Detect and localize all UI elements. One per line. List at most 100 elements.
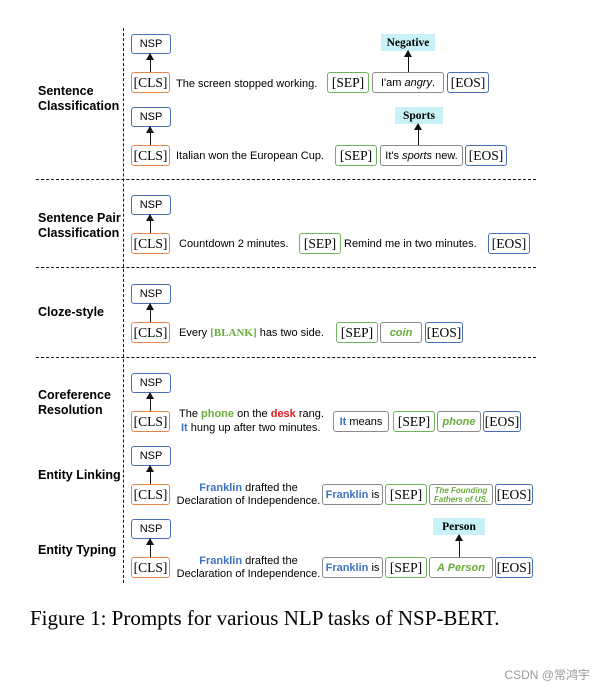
prompt-box: Franklin is xyxy=(322,484,383,505)
answer-phone: phone xyxy=(442,415,476,428)
label-sports: Sports xyxy=(395,107,443,124)
task-sentence-pair: Sentence Pair Classification xyxy=(38,211,121,240)
prompt-it: It xyxy=(339,415,347,428)
prompt-box: It's sports new. xyxy=(380,145,463,166)
sep-token: [SEP] xyxy=(327,72,369,93)
section-divider xyxy=(36,179,536,180)
prompt-franklin: Franklin xyxy=(325,488,369,501)
blank-marker: [BLANK] xyxy=(210,327,257,339)
prompt-box: It means xyxy=(333,411,389,432)
el-line2: Declaration of Independence. xyxy=(176,495,321,507)
cloze-text: Every [BLANK] has two side. xyxy=(179,327,324,340)
sep-token: [SEP] xyxy=(335,145,377,166)
eos-token: [EOS] xyxy=(483,411,521,432)
figure-caption: Figure 1: Prompts for various NLP tasks … xyxy=(30,606,500,630)
nsp-box: NSP xyxy=(131,446,171,466)
prompt-text: is xyxy=(368,561,380,574)
sentence-text: The screen stopped working. xyxy=(176,78,318,90)
text-span: drafted the xyxy=(242,482,298,494)
arrow-icon xyxy=(146,53,155,72)
sep-token: [SEP] xyxy=(385,484,427,505)
arrow-icon xyxy=(146,303,155,322)
word-franklin: Franklin xyxy=(199,555,243,567)
arrow-icon xyxy=(146,214,155,233)
prompt-text: . xyxy=(431,76,436,89)
eos-token: [EOS] xyxy=(425,322,463,343)
sep-token: [SEP] xyxy=(336,322,378,343)
nsp-box: NSP xyxy=(131,284,171,304)
arrow-icon xyxy=(146,392,155,411)
answer-line1: The Founding xyxy=(434,485,488,495)
cloze-pre: Every xyxy=(179,327,211,339)
task-entity-linking: Entity Linking xyxy=(38,468,121,482)
cls-token: [CLS] xyxy=(131,72,170,93)
sentence-b-text: Remind me in two minutes. xyxy=(344,238,477,250)
answer-box: The Founding Fathers of US. xyxy=(429,484,493,505)
arrow-icon xyxy=(146,465,155,484)
section-divider xyxy=(36,267,536,268)
prompt-text: It's xyxy=(385,149,403,162)
word-desk: desk xyxy=(270,408,296,420)
nsp-box: NSP xyxy=(131,373,171,393)
sep-token: [SEP] xyxy=(385,557,427,578)
text-span: drafted the xyxy=(242,555,298,567)
cloze-post: has two side. xyxy=(256,327,324,339)
task-cloze: Cloze-style xyxy=(38,305,104,319)
text-span: The xyxy=(179,408,202,420)
et-line2: Declaration of Independence. xyxy=(176,568,321,580)
arrow-icon xyxy=(146,126,155,145)
section-divider xyxy=(36,357,536,358)
word-it: It xyxy=(181,422,188,434)
text-span: on the xyxy=(234,408,271,420)
text-span: hung up after two minutes. xyxy=(187,422,321,434)
prompt-text: new. xyxy=(432,149,458,162)
answer-a-person: A Person xyxy=(437,561,485,574)
sentence-a-text: Countdown 2 minutes. xyxy=(179,238,289,250)
prompt-word: angry xyxy=(404,76,432,89)
cls-token: [CLS] xyxy=(131,557,170,578)
word-franklin: Franklin xyxy=(199,482,243,494)
prompt-word: sports xyxy=(402,149,433,162)
task-sentence-classification: Sentence Classification xyxy=(38,84,120,113)
arrow-icon xyxy=(455,534,464,557)
label-negative: Negative xyxy=(381,34,435,51)
prompt-text: is xyxy=(368,488,380,501)
nsp-box: NSP xyxy=(131,34,171,54)
el-line1: Franklin drafted the xyxy=(176,482,321,495)
answer-line2: Fathers of US. xyxy=(433,494,489,504)
cls-token: [CLS] xyxy=(131,484,170,505)
answer-box: coin xyxy=(380,322,422,343)
nsp-box: NSP xyxy=(131,519,171,539)
sentence-text: Italian won the European Cup. xyxy=(176,150,324,162)
eos-token: [EOS] xyxy=(495,557,533,578)
cls-token: [CLS] xyxy=(131,233,170,254)
vertical-divider xyxy=(123,28,124,583)
sep-token: [SEP] xyxy=(393,411,435,432)
text-span: rang. xyxy=(295,408,324,420)
cls-token: [CLS] xyxy=(131,322,170,343)
answer-box: A Person xyxy=(429,557,493,578)
word-phone: phone xyxy=(201,408,235,420)
arrow-icon xyxy=(146,538,155,557)
answer-coin: coin xyxy=(389,326,413,339)
coref-line2: It hung up after two minutes. xyxy=(181,422,320,435)
answer-box: phone xyxy=(437,411,481,432)
coref-line1: The phone on the desk rang. xyxy=(179,408,324,421)
eos-token: [EOS] xyxy=(447,72,489,93)
prompt-text: I'am xyxy=(380,76,405,89)
label-person: Person xyxy=(433,518,485,535)
nsp-box: NSP xyxy=(131,107,171,127)
prompt-box: I'am angry. xyxy=(372,72,444,93)
sep-token: [SEP] xyxy=(299,233,341,254)
cls-token: [CLS] xyxy=(131,145,170,166)
arrow-icon xyxy=(414,123,423,145)
watermark: CSDN @常鸿宇 xyxy=(504,668,590,682)
eos-token: [EOS] xyxy=(495,484,533,505)
prompt-text: means xyxy=(346,415,383,428)
task-coreference: Coreference Resolution xyxy=(38,388,111,417)
et-line1: Franklin drafted the xyxy=(176,555,321,568)
arrow-icon xyxy=(404,50,413,72)
task-entity-typing: Entity Typing xyxy=(38,543,117,557)
prompt-box: Franklin is xyxy=(322,557,383,578)
eos-token: [EOS] xyxy=(488,233,530,254)
